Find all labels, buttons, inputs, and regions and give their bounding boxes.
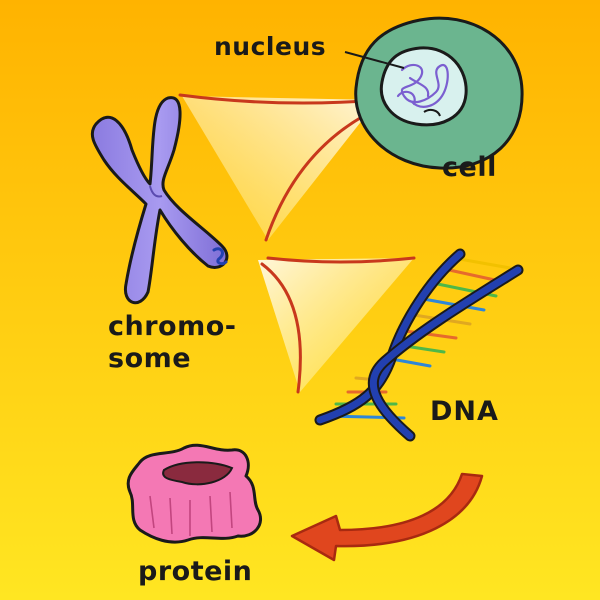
nucleus-icon <box>379 46 468 127</box>
protein-icon <box>126 443 262 544</box>
zoom-cone-nucleus <box>182 96 378 240</box>
chromosome-label-line2: some <box>108 343 192 374</box>
zoom-cone-chromosome-edge-bottom <box>260 262 302 394</box>
chromosome-icon <box>90 96 229 305</box>
chromosome-label-line1: chromo- <box>108 311 237 342</box>
zoom-cone-nucleus-edge-top <box>178 93 380 105</box>
cell-label: cell <box>442 152 497 183</box>
nucleus-label: nucleus <box>214 32 327 61</box>
zoom-cone-chromosome <box>258 258 414 392</box>
curved-arrow-icon <box>290 472 484 562</box>
zoom-cone-chromosome-edge-top <box>266 256 416 264</box>
nucleus-pointer-line <box>344 51 405 69</box>
protein-label: protein <box>138 556 253 587</box>
dna-label: DNA <box>430 396 499 427</box>
dna-helix-icon <box>314 248 524 442</box>
